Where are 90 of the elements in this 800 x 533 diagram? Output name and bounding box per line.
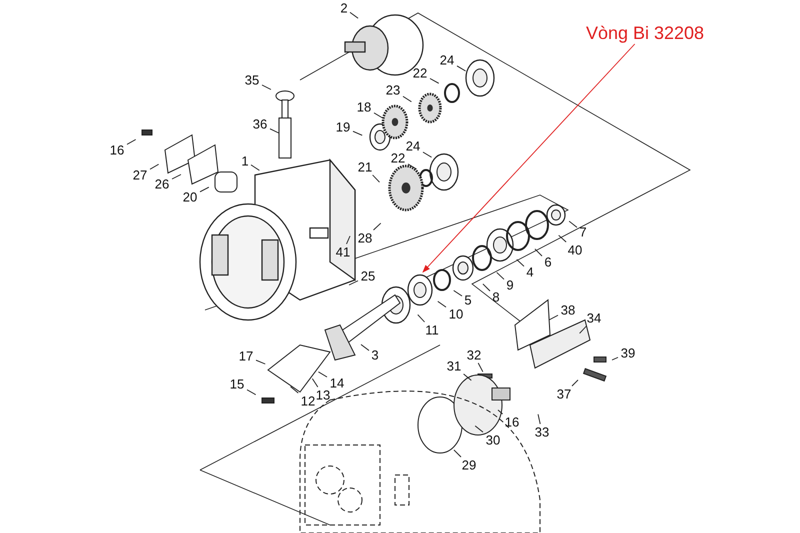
leader-line — [463, 374, 472, 381]
callout-number: 24 — [440, 54, 454, 66]
leader-line — [126, 139, 136, 145]
leader-line — [579, 326, 587, 334]
callout-number: 14 — [330, 376, 344, 390]
leader-line — [548, 314, 558, 320]
leader-line — [558, 234, 567, 242]
leader-line — [474, 425, 484, 433]
callout-number: 11 — [425, 324, 439, 336]
callout-number: 7 — [579, 226, 587, 238]
callout-number: 16 — [504, 416, 520, 428]
leader-line — [402, 96, 412, 102]
leader-line — [200, 186, 210, 192]
callout-number: 23 — [386, 84, 400, 96]
callout-number: 31 — [446, 360, 462, 372]
callout-number: 4 — [526, 266, 534, 278]
callout-number: 34 — [586, 312, 602, 324]
leader-line — [246, 389, 256, 396]
callout-number: 32 — [466, 348, 482, 362]
leader-line — [408, 164, 418, 170]
leader-line — [256, 360, 266, 364]
leader-line — [437, 300, 446, 308]
callout-number: 22 — [390, 152, 406, 164]
callout-number: 29 — [462, 458, 476, 472]
leader-line — [312, 378, 318, 388]
callout-number: 16 — [110, 144, 124, 156]
callout-number: 17 — [238, 350, 254, 362]
callout-number: 24 — [406, 140, 420, 152]
leader-line — [534, 248, 542, 256]
callout-number: 2 — [340, 2, 348, 14]
leader-line — [516, 259, 524, 267]
leader-line — [360, 344, 370, 351]
callout-number: 30 — [486, 434, 500, 446]
callout-number: 35 — [244, 74, 260, 86]
leader-line — [453, 290, 462, 296]
callout-number: 8 — [492, 290, 500, 304]
leader-line — [350, 12, 359, 19]
callout-number: 5 — [464, 294, 472, 306]
leader-line — [346, 236, 350, 244]
callout-number: 1 — [241, 154, 249, 168]
leader-line — [417, 314, 426, 322]
leader-line — [270, 128, 280, 134]
leader-line — [250, 164, 260, 171]
callout-number: 6 — [544, 256, 552, 268]
callout-number: 22 — [412, 66, 428, 80]
callout-number: 15 — [230, 378, 244, 390]
callout-number: 38 — [560, 304, 576, 316]
callout-number: 39 — [620, 346, 636, 360]
leader-line — [290, 386, 299, 394]
leader-line — [262, 84, 272, 90]
leader-line — [372, 174, 380, 183]
callout-number: 36 — [252, 118, 268, 130]
leader-line — [453, 449, 462, 458]
arrow — [422, 44, 636, 273]
callout-number: 41 — [336, 246, 350, 258]
callout-number: 40 — [568, 244, 582, 256]
callout-number: 26 — [154, 178, 170, 190]
leader-line — [422, 152, 432, 158]
callout-number: 18 — [356, 100, 372, 114]
leader-line — [352, 130, 363, 136]
leader-line — [150, 164, 160, 170]
leader-line — [498, 410, 504, 414]
leader-line — [496, 272, 504, 280]
callout-number: 20 — [182, 190, 198, 204]
callout-number: 13 — [316, 388, 330, 402]
annotation-text: Vòng Bi 32208 — [586, 24, 704, 42]
leader-line — [318, 371, 328, 378]
leader-line — [482, 283, 490, 292]
leader-line — [456, 65, 466, 72]
leader-line — [538, 414, 541, 424]
callout-number: 10 — [448, 308, 464, 320]
callout-number: 27 — [132, 168, 148, 182]
callout-number: 9 — [506, 278, 514, 292]
leader-line — [568, 220, 578, 228]
callout-number: 3 — [371, 348, 379, 362]
callout-number: 12 — [300, 394, 316, 408]
leader-line — [348, 280, 358, 286]
callout-number: 21 — [358, 160, 372, 174]
callout-number: 33 — [534, 426, 550, 438]
callout-number: 37 — [556, 388, 572, 400]
leader-line — [430, 78, 440, 84]
callout-number: 25 — [360, 270, 376, 282]
leader-line — [374, 112, 384, 118]
callout-number: 28 — [358, 232, 372, 244]
callout-number: 19 — [336, 120, 350, 134]
leader-line — [612, 356, 618, 360]
leader-line — [572, 380, 578, 386]
leader-line — [478, 362, 484, 372]
leader-line — [373, 222, 382, 230]
leader-line — [172, 174, 182, 180]
